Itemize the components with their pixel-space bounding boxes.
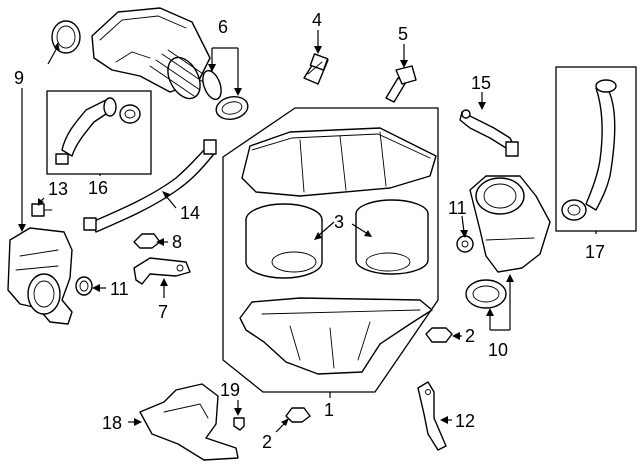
callout-2b: 2 bbox=[262, 432, 272, 452]
sensor-4[interactable] bbox=[303, 53, 329, 85]
leader-lines bbox=[18, 30, 597, 433]
callout-19: 19 bbox=[220, 380, 240, 400]
air-cleaner-lower-housing[interactable] bbox=[239, 297, 433, 375]
callout-18: 18 bbox=[102, 413, 122, 433]
callout-5: 5 bbox=[398, 24, 408, 44]
callout-7: 7 bbox=[158, 302, 168, 322]
hose-15[interactable] bbox=[459, 109, 519, 157]
breather-tube-14[interactable] bbox=[83, 139, 217, 233]
callout-10: 10 bbox=[488, 340, 508, 360]
callout-14: 14 bbox=[180, 203, 200, 223]
inset-box-16 bbox=[46, 90, 152, 175]
assembly-outline-1 bbox=[222, 107, 439, 393]
bracket-12[interactable] bbox=[417, 381, 447, 451]
callout-13: 13 bbox=[48, 179, 68, 199]
outlet-duct-10[interactable] bbox=[469, 175, 551, 273]
callout-8: 8 bbox=[172, 232, 182, 252]
connector-13[interactable] bbox=[31, 203, 53, 217]
connector-5[interactable] bbox=[385, 65, 417, 103]
intake-resonator-9[interactable] bbox=[7, 227, 73, 325]
grommet-2b[interactable] bbox=[285, 407, 311, 423]
callout-11a: 11 bbox=[110, 279, 129, 299]
callout-12: 12 bbox=[455, 411, 475, 431]
callout-1: 1 bbox=[324, 400, 334, 420]
callout-4: 4 bbox=[312, 10, 322, 30]
fastener-19[interactable] bbox=[233, 417, 245, 431]
bracket-7[interactable] bbox=[133, 257, 191, 285]
hose-17[interactable] bbox=[561, 79, 617, 221]
air-cleaner-cover[interactable] bbox=[241, 127, 437, 197]
callout-15: 15 bbox=[471, 73, 491, 93]
air-filter-element-b[interactable] bbox=[355, 199, 429, 275]
grommet-2a[interactable] bbox=[425, 327, 453, 343]
duct-clamp-6a[interactable] bbox=[199, 68, 224, 102]
callout-3: 3 bbox=[334, 212, 344, 232]
callout-labels: 9 6 4 5 15 16 13 14 11 8 7 3 11 17 10 2 … bbox=[14, 10, 605, 452]
intake-duct[interactable] bbox=[91, 7, 213, 104]
clamp-9[interactable] bbox=[51, 20, 81, 54]
breather-hose-16[interactable] bbox=[55, 97, 141, 165]
air-filter-element-a[interactable] bbox=[245, 203, 323, 279]
callout-11b: 11 bbox=[448, 198, 467, 218]
callout-9: 9 bbox=[14, 68, 24, 88]
grommet-8[interactable] bbox=[133, 233, 161, 249]
callout-17: 17 bbox=[585, 242, 605, 262]
grommet-11b[interactable] bbox=[456, 235, 474, 253]
heat-shield-18[interactable] bbox=[139, 383, 239, 461]
callout-16: 16 bbox=[88, 178, 108, 198]
duct-clamp-6b[interactable] bbox=[214, 94, 250, 122]
callout-6: 6 bbox=[218, 17, 228, 37]
callout-2a: 2 bbox=[465, 326, 475, 346]
clamp-10[interactable] bbox=[465, 279, 507, 309]
grommet-11a[interactable] bbox=[75, 276, 93, 296]
